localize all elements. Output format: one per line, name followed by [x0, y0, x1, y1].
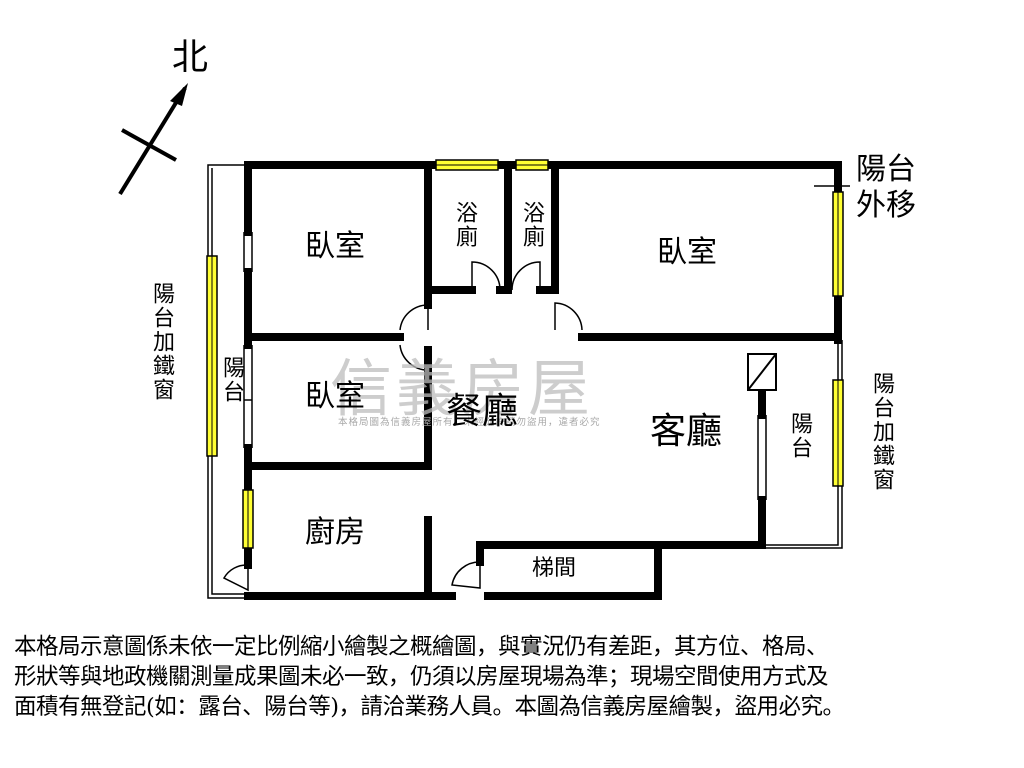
watermark-notice: 本格局圖為信義房屋所有，未經允許請勿盜用，違者必究: [338, 417, 601, 428]
north-label: 北: [172, 37, 209, 78]
left-window-note: 陽台加鐵窗: [149, 282, 174, 402]
room-bedroom-top-right: 臥室: [657, 235, 717, 270]
disclaimer-line-3: 面積有無登記(如：露台、陽台等)，請洽業務人員。本圖為信義房屋繪製，盜用必究。: [14, 694, 845, 720]
room-bedroom-mid-left: 臥室: [305, 379, 365, 414]
right-window-note: 陽台加鐵窗: [869, 372, 894, 492]
room-living: 客廳: [650, 411, 723, 452]
duct-shaft-icon: [747, 353, 777, 391]
room-bath-right: 浴廁: [519, 201, 544, 249]
room-bedroom-top-left: 臥室: [305, 229, 365, 264]
right-balcony-label: 陽台: [787, 412, 812, 460]
watermark-brand: 信義房屋: [330, 352, 595, 425]
left-balcony-label: 陽台: [219, 356, 244, 404]
disclaimer: 本格局示意圖係未依一定比例縮小繪製之概繪圖，與實況仍有差距，其方位、格局、 形狀…: [14, 632, 1014, 722]
room-bath-left: 浴廁: [452, 201, 477, 249]
balcony-moved-out-note: 陽台外移: [856, 152, 916, 223]
door-swings: [222, 261, 583, 592]
floor-plan: [118, 83, 850, 600]
sliding-doors: [243, 232, 767, 500]
room-stairwell: 梯間: [532, 556, 577, 581]
window-frames: [211, 164, 839, 548]
disclaimer-line-1: 本格局示意圖係未依一定比例縮小繪製之概繪圖，與實況仍有差距，其方位、格局、: [14, 634, 829, 660]
walls: [244, 161, 842, 600]
room-dining: 餐廳: [446, 391, 519, 432]
north-arrow-icon: [118, 83, 188, 196]
room-kitchen: 廚房: [305, 515, 365, 550]
disclaimer-line-2: 形狀等與地政機關測量成果圖未必一致，仍須以房屋現場為準；現場空間使用方式及: [14, 664, 829, 690]
